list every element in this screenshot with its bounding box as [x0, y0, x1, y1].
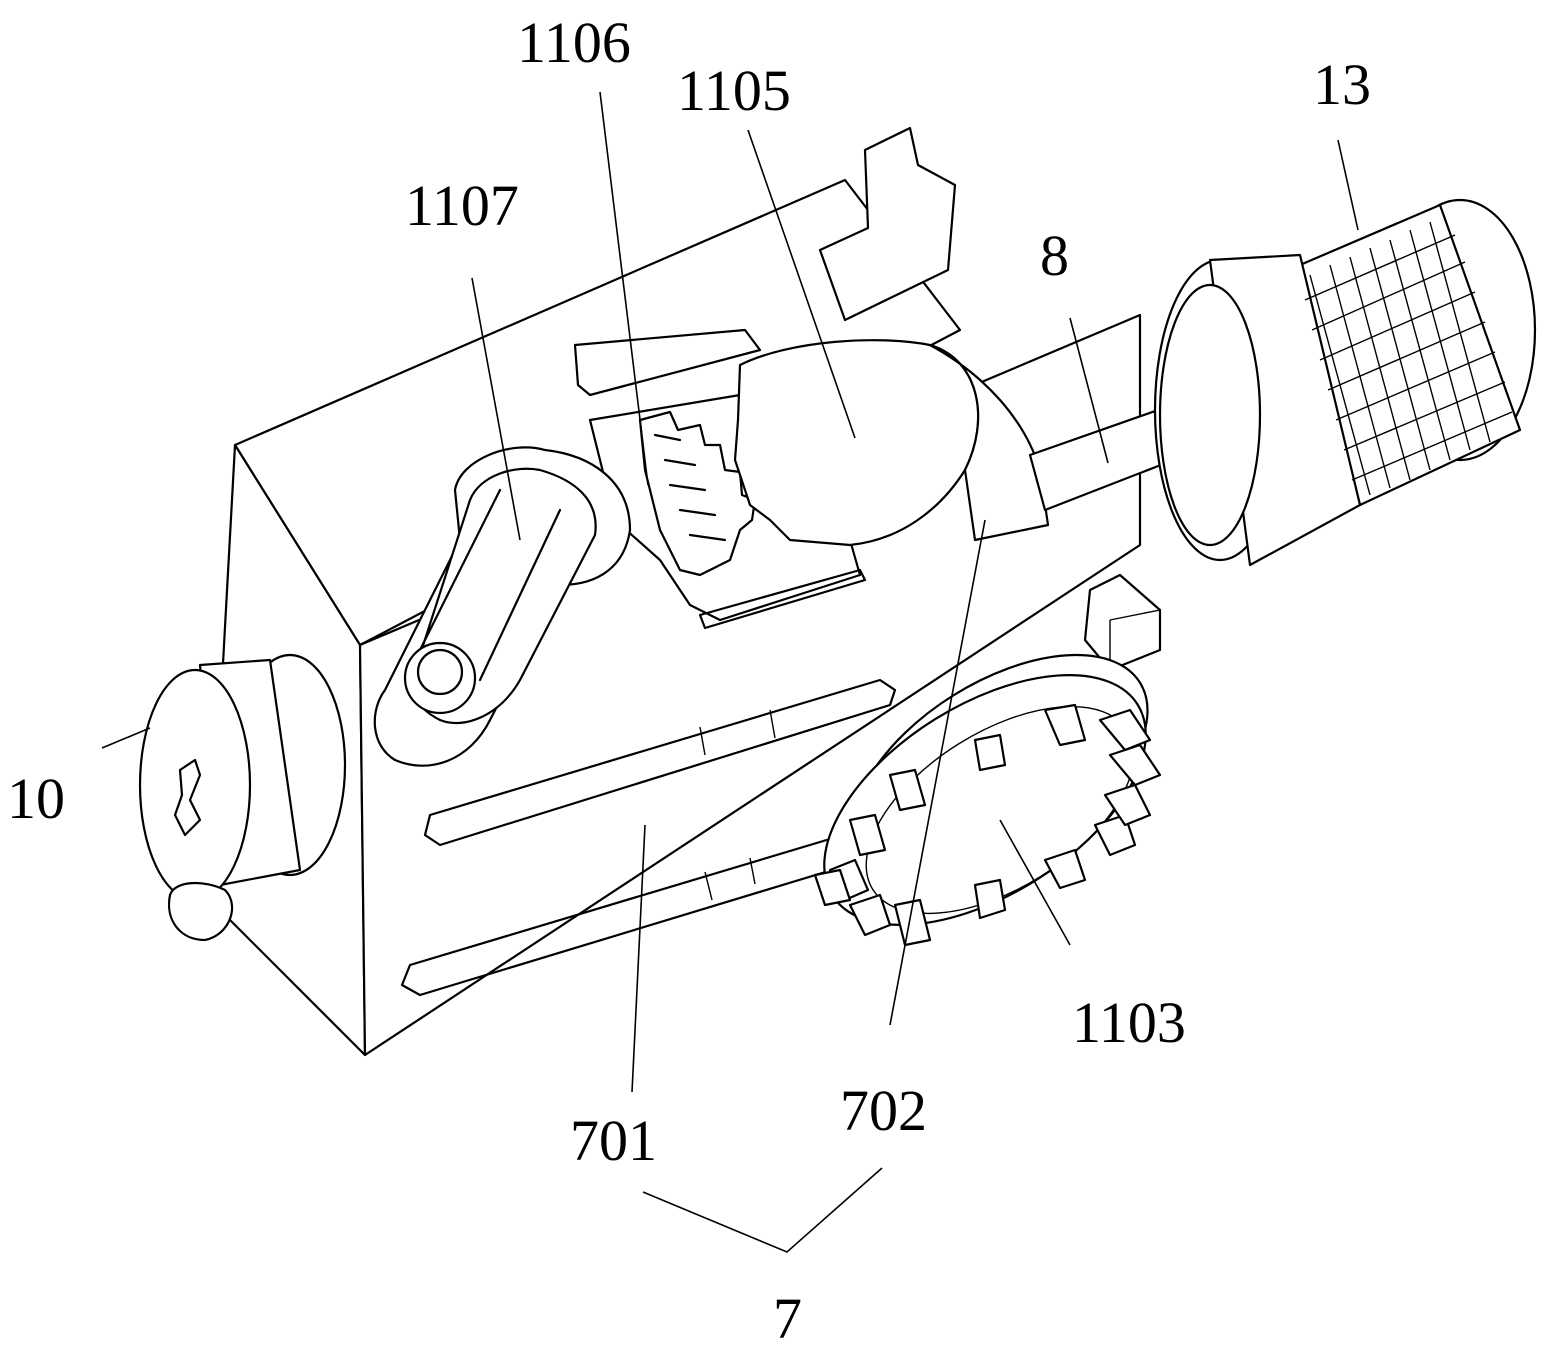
reference-labels: 1106 1105 1107 13 8 10 1103 702 701 7 [7, 10, 1371, 1351]
cam-plate-1105 [733, 339, 1050, 547]
label-7: 7 [773, 1286, 802, 1351]
label-1103: 1103 [1072, 990, 1186, 1055]
label-8: 8 [1040, 223, 1069, 288]
link-arm-1107 [373, 446, 632, 767]
label-702: 702 [840, 1078, 927, 1143]
label-1107: 1107 [405, 173, 519, 238]
toothed-wheel-1103 [813, 653, 1162, 947]
leader-lines [101, 91, 1359, 1253]
label-1106: 1106 [517, 10, 631, 75]
label-1105: 1105 [677, 58, 791, 123]
label-701: 701 [570, 1108, 657, 1173]
end-cap-10 [138, 653, 347, 942]
label-10: 10 [7, 766, 65, 831]
knurled-knob-13 [1153, 198, 1537, 567]
label-13: 13 [1313, 52, 1371, 117]
